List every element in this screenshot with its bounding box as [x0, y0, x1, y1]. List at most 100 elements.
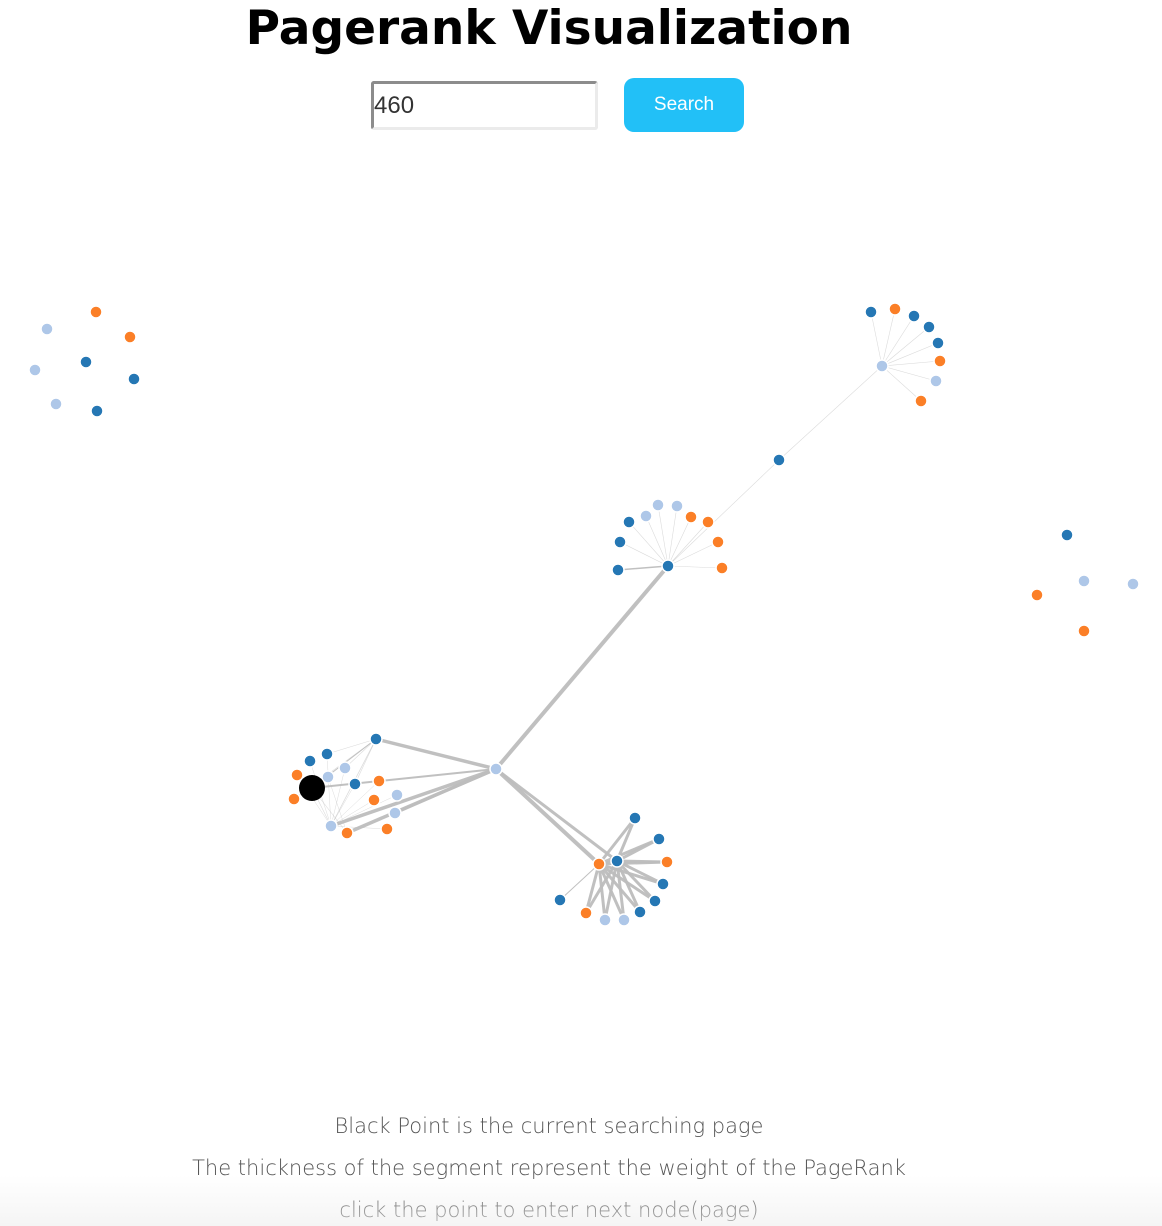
graph-node[interactable] [914, 394, 928, 408]
graph-link [667, 459, 780, 567]
graph-link [615, 859, 669, 864]
search-button[interactable]: Search [624, 78, 744, 132]
graph-node[interactable] [651, 498, 665, 512]
graph-node[interactable] [907, 309, 921, 323]
graph-node[interactable] [321, 770, 335, 784]
graph-node[interactable] [303, 754, 317, 768]
graph-node[interactable] [90, 404, 104, 418]
graph-node[interactable] [772, 453, 786, 467]
graph-link [881, 365, 937, 382]
graph-node[interactable] [611, 563, 625, 577]
graph-node[interactable] [922, 320, 936, 334]
graph-node[interactable] [388, 806, 402, 820]
graph-node[interactable] [1126, 577, 1140, 591]
graph-node[interactable] [639, 509, 653, 523]
pagerank-graph[interactable] [0, 150, 1162, 1090]
graph-node[interactable] [617, 913, 631, 927]
graph-link [645, 515, 669, 567]
graph-node[interactable] [1060, 528, 1074, 542]
graph-node[interactable] [367, 793, 381, 807]
graph-link [346, 812, 396, 834]
graph-node[interactable] [711, 535, 725, 549]
graph-link [597, 862, 607, 922]
graph-node[interactable] [622, 515, 636, 529]
graph-link [494, 564, 670, 771]
graph-node[interactable] [79, 355, 93, 369]
graph-link [615, 837, 661, 863]
graph-node[interactable] [338, 761, 352, 775]
graph-link [494, 767, 619, 863]
graph-node[interactable] [127, 372, 141, 386]
graph-link [354, 738, 377, 785]
graph-link [778, 365, 883, 461]
graph-node[interactable] [372, 774, 386, 788]
graph-node[interactable] [613, 535, 627, 549]
graph-link [667, 505, 678, 567]
graph-node[interactable] [287, 792, 301, 806]
graph-link [330, 825, 388, 830]
graph-node[interactable] [324, 819, 338, 833]
graph-node[interactable] [864, 305, 878, 319]
graph-link [628, 521, 669, 567]
graph-link [326, 753, 332, 827]
graph-node[interactable] [390, 788, 404, 802]
search-input[interactable] [371, 81, 598, 130]
graph-link [667, 521, 709, 567]
graph-node[interactable] [592, 857, 606, 871]
graph-link [329, 767, 498, 828]
graph-node[interactable] [633, 905, 647, 919]
graph-node[interactable] [670, 499, 684, 513]
graph-node[interactable] [715, 561, 729, 575]
graph-link [326, 738, 377, 755]
graph-node[interactable] [684, 510, 698, 524]
graph-node[interactable] [380, 822, 394, 836]
graph-node[interactable] [1077, 624, 1091, 638]
graph-link [881, 315, 915, 367]
graph-node[interactable] [628, 811, 642, 825]
graph-link [667, 565, 723, 569]
graph-link [615, 859, 665, 886]
graph-node[interactable] [290, 768, 304, 782]
graph-node[interactable] [598, 913, 612, 927]
graph-link [494, 767, 601, 866]
graph-node[interactable] [875, 359, 889, 373]
graph-node[interactable] [340, 826, 354, 840]
graph-link [597, 816, 637, 866]
graph-link [603, 859, 619, 922]
graph-link [330, 783, 356, 827]
graph-node[interactable] [1030, 588, 1044, 602]
graph-node[interactable] [553, 893, 567, 907]
graph-node[interactable] [320, 747, 334, 761]
graph-node[interactable] [1077, 574, 1091, 588]
graph-node[interactable] [348, 777, 362, 791]
graph-node[interactable] [489, 762, 503, 776]
graph-link [667, 541, 719, 567]
current-page-node[interactable] [299, 775, 325, 801]
graph-link [881, 308, 896, 367]
graph-link [667, 516, 692, 567]
page-title: Pagerank Visualization [245, 1, 853, 56]
graph-node[interactable] [579, 906, 593, 920]
graph-node[interactable] [610, 854, 624, 868]
graph-link [330, 799, 375, 827]
graph-node[interactable] [701, 515, 715, 529]
legend-line-click: click the point to enter next node(page) [339, 1198, 759, 1222]
graph-node[interactable] [40, 322, 54, 336]
graph-node[interactable] [929, 374, 943, 388]
legend-line-thickness: The thickness of the segment represent t… [192, 1156, 906, 1180]
graph-node[interactable] [931, 336, 945, 350]
graph-node[interactable] [888, 302, 902, 316]
graph-node[interactable] [123, 330, 137, 344]
graph-node[interactable] [661, 559, 675, 573]
graph-node[interactable] [49, 397, 63, 411]
graph-node[interactable] [652, 832, 666, 846]
graph-node[interactable] [369, 732, 383, 746]
graph-node[interactable] [933, 354, 947, 368]
graph-link [584, 859, 619, 915]
graph-node[interactable] [648, 894, 662, 908]
graph-node[interactable] [89, 305, 103, 319]
graph-node[interactable] [660, 855, 674, 869]
graph-node[interactable] [656, 877, 670, 891]
legend: Black Point is the current searching pag… [0, 1105, 1098, 1226]
graph-node[interactable] [28, 363, 42, 377]
